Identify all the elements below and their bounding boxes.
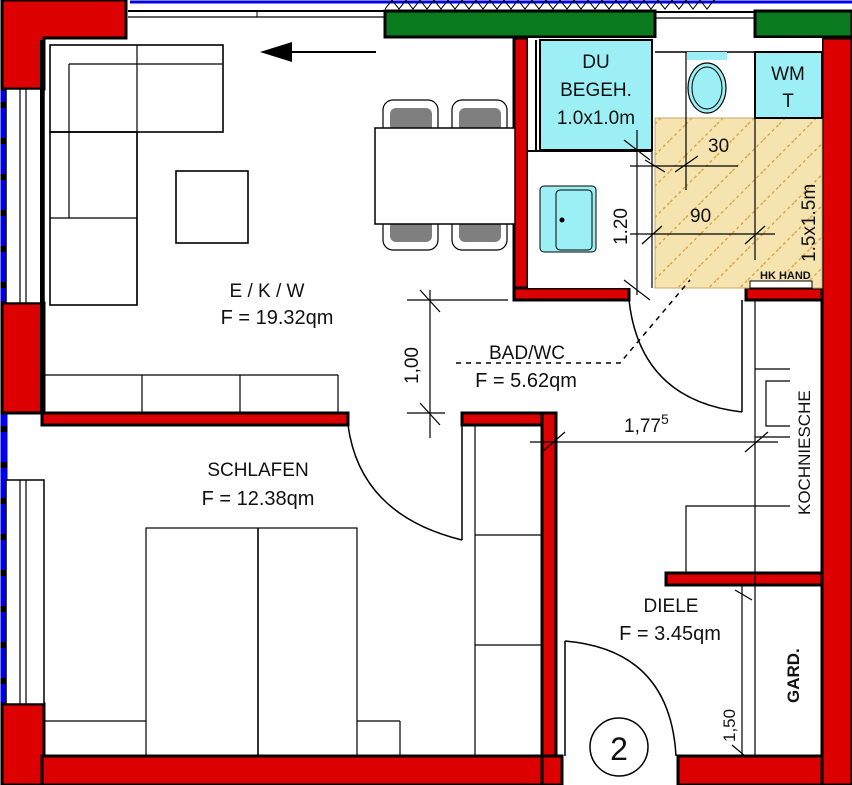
wardrobe-label: GARD. [784, 648, 803, 703]
dim-bath-30: 30 [708, 136, 729, 157]
bath-door-swing [628, 299, 743, 413]
washer-label: WM [771, 64, 805, 85]
dining-table [374, 127, 516, 225]
coffee-table [175, 170, 249, 244]
dryer-label: T [782, 91, 794, 112]
room-name-diele: DIELE [644, 596, 699, 617]
room-area-ekw: F = 19.32qm [221, 307, 334, 329]
facade-pattern [385, 0, 715, 10]
bedroom-wardrobe [474, 425, 542, 756]
unit-number: 2 [610, 731, 628, 767]
unit-number-badge [589, 717, 649, 777]
handrail-label: HK HAND [760, 270, 811, 282]
bedroom-door-swing [347, 424, 463, 541]
bath-label-leader [456, 279, 691, 364]
room-area-bad: F = 5.62qm [475, 370, 577, 392]
double-bed [44, 527, 401, 757]
room-area-diele: F = 3.45qm [619, 623, 721, 645]
shower-size: 1.0x1.0m [557, 108, 635, 129]
dim-corridor: 1,00 [402, 347, 423, 384]
bath-dimensions [623, 130, 775, 301]
dining-set [374, 99, 516, 251]
washbasin-icon [539, 185, 597, 253]
kitchen-niche [685, 300, 790, 756]
balcony-slab-left [383, 9, 657, 39]
corridor-dimension [407, 289, 508, 438]
kitchen-counter [44, 374, 339, 413]
room-name-schlafen: SCHLAFEN [207, 460, 308, 481]
turning-area [654, 117, 823, 289]
shower [539, 39, 653, 151]
room-name-bad: BAD/WC [489, 343, 565, 364]
room-area-schlafen: F = 12.38qm [202, 488, 315, 510]
hall-dimension [530, 431, 778, 453]
toilet-icon [685, 52, 727, 190]
kitchen-niche-label: KOCHNIESCHE [795, 390, 814, 515]
dim-hall: 1,775 [624, 411, 669, 437]
shower-label: DU [582, 52, 609, 73]
dim-wardrobe: 1,50 [720, 709, 739, 742]
window-top [128, 10, 755, 19]
dim-bath-90: 90 [690, 206, 711, 227]
turning-circle-label: 1.5x1.5m [799, 184, 820, 262]
sofa [49, 44, 224, 306]
room-name-ekw: E / K / W [230, 281, 305, 302]
washer-dryer [754, 51, 823, 119]
arrow-left-icon [260, 42, 376, 62]
dim-bath-depth: 1.20 [611, 208, 632, 245]
entry-door-swing [564, 640, 677, 757]
shower-type: BEGEH. [560, 80, 632, 101]
balcony-slab-right [753, 9, 852, 39]
